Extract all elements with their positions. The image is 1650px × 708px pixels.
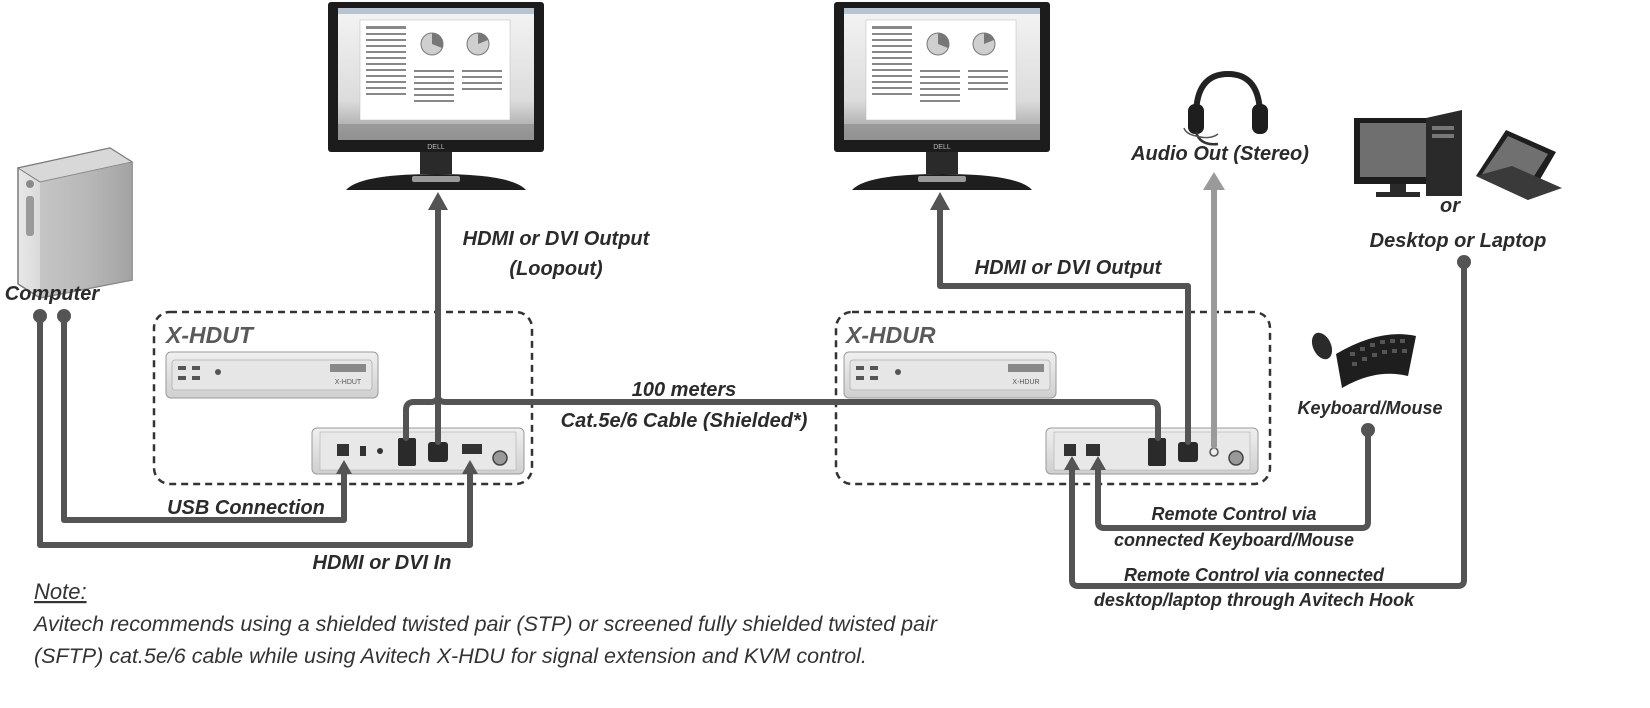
hdmi-loopout-plug <box>428 442 448 462</box>
cable-arrow <box>1090 456 1106 470</box>
hdmi-in-cable <box>37 315 473 548</box>
loopout-label-line2: (Loopout) <box>509 258 603 280</box>
keyboard-icon <box>1336 334 1416 388</box>
transmitter-front-panel: X-HDUT <box>165 351 379 399</box>
monitor-brand: DELL <box>933 144 951 151</box>
cable-endpoint <box>57 309 71 323</box>
receiver-output-label: HDMI or DVI Output <box>975 257 1163 279</box>
receiver-unit: X-HDUR X-HDUR <box>834 310 1272 486</box>
headphones-icon <box>1183 70 1268 146</box>
or-label: or <box>1440 195 1461 217</box>
transmitter-badge: X-HDUT <box>335 379 362 386</box>
note-title: Note: <box>34 579 87 604</box>
usb-connection-label: USB Connection <box>167 497 325 519</box>
remote-kbm-label-line1: Remote Control via <box>1151 504 1316 524</box>
rj45-plug <box>1148 438 1166 466</box>
hook-remote-cable <box>1069 261 1467 589</box>
note-line1: Avitech recommends using a shielded twis… <box>32 612 938 636</box>
desktop-laptop-label: Desktop or Laptop <box>1370 230 1547 252</box>
cable-arrow <box>1203 172 1225 190</box>
transmitter-name: X-HDUT <box>164 322 255 348</box>
receiver-badge: X-HDUR <box>1012 379 1039 386</box>
cable-arrow <box>1064 456 1080 470</box>
computer-label: Computer <box>5 283 101 305</box>
cable-endpoint <box>1361 423 1375 437</box>
cable-arrow <box>930 192 950 210</box>
receiver-front-panel: X-HDUR <box>843 351 1057 399</box>
cable-endpoint <box>33 309 47 323</box>
cable-arrow <box>462 460 478 474</box>
laptop-icon <box>1476 130 1562 200</box>
receiver-name: X-HDUR <box>844 322 936 348</box>
cable-length-label: 100 meters <box>632 379 737 401</box>
monitor-icon: DELL <box>328 2 544 190</box>
usb-cable <box>61 315 347 523</box>
desktop-pc-icon <box>1354 110 1462 197</box>
keyboard-mouse-label: Keyboard/Mouse <box>1297 398 1442 418</box>
hdmi-output-plug <box>1178 442 1198 462</box>
rj45-plug <box>398 438 416 466</box>
monitor-brand: DELL <box>427 144 445 151</box>
kbm-remote-cable <box>1095 429 1371 531</box>
cable-endpoint <box>1457 255 1471 269</box>
transmitter-unit: X-HDUT X-HDUT <box>152 310 534 486</box>
loopout-label-line1: HDMI or DVI Output <box>463 228 651 250</box>
cable-arrow <box>336 460 352 474</box>
monitor-icon: DELL <box>834 2 1050 190</box>
remote-kbm-label-line2: connected Keyboard/Mouse <box>1114 530 1354 550</box>
mouse-icon <box>1311 332 1333 360</box>
receiver-output-cable <box>937 201 1191 445</box>
audio-out-label: Audio Out (Stereo) <box>1130 143 1309 165</box>
remote-hook-label-line2: desktop/laptop through Avitech Hook <box>1094 590 1415 610</box>
remote-hook-label-line1: Remote Control via connected <box>1124 565 1385 585</box>
cat5-cable <box>403 393 1161 441</box>
hdmi-dvi-in-label: HDMI or DVI In <box>313 552 452 574</box>
computer-tower-icon <box>16 147 134 299</box>
note-line2: (SFTP) cat.5e/6 cable while using Avitec… <box>34 644 867 668</box>
cable-arrow <box>428 192 448 210</box>
cable-type-label: Cat.5e/6 Cable (Shielded*) <box>561 410 808 432</box>
